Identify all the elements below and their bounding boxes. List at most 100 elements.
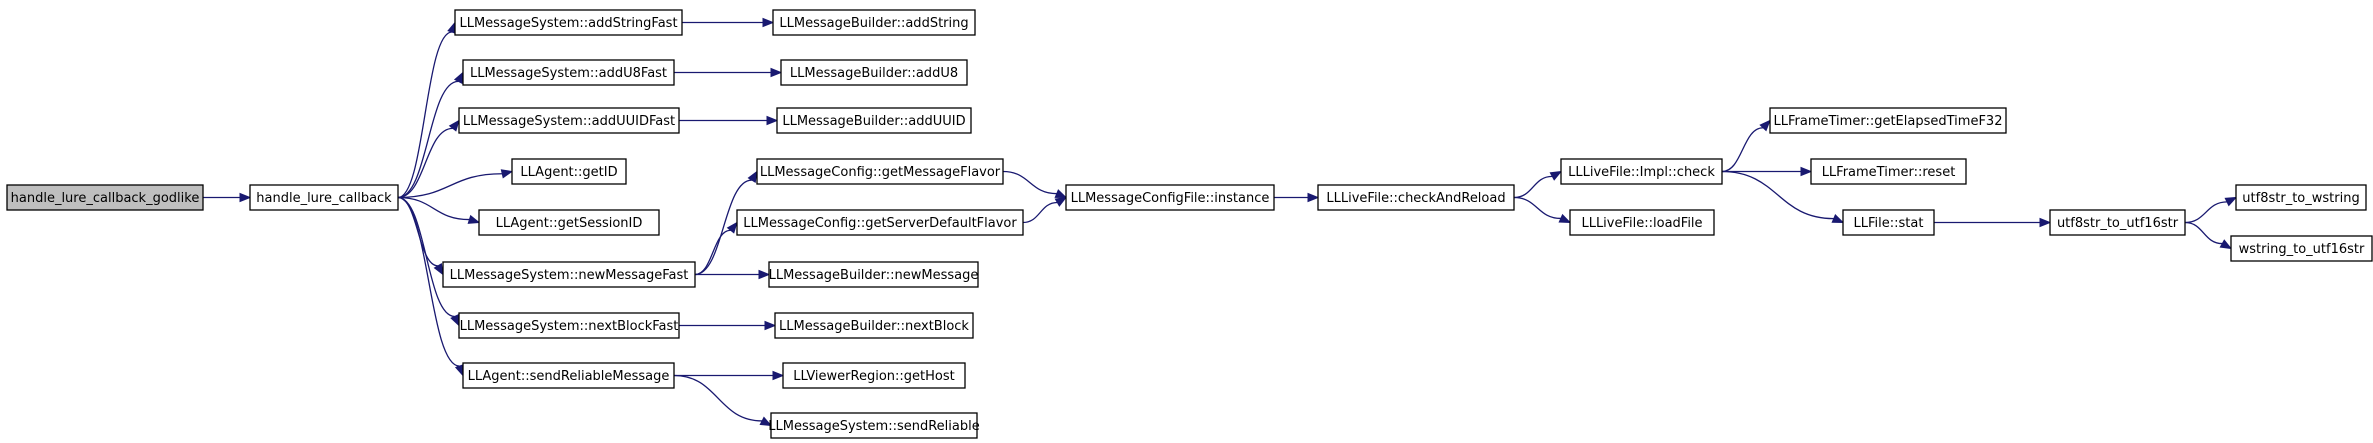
- edge-lllivefile-impl-check-to-llframetimer-reset: [1722, 166, 1813, 177]
- edge-llmessagesystem-addstringfast-to-llmessagebuilder-addstring: [682, 17, 775, 28]
- node-llmessagesystem-adduuidfast[interactable]: LLMessageSystem::addUUIDFast: [458, 107, 680, 134]
- node-label: LLFrameTimer::reset: [1822, 165, 1956, 180]
- node-label: handle_lure_callback_godlike: [11, 191, 200, 206]
- edge-llmessageconfig-getserverdefaultflavor-to-llmessageconfigfile-instance: [1022, 196, 1068, 224]
- node-llfile-stat[interactable]: LLFile::stat: [1842, 209, 1935, 236]
- node-llmessagesystem-newmessagefast[interactable]: LLMessageSystem::newMessageFast: [442, 261, 696, 288]
- node-label: LLMessageBuilder::addU8: [790, 66, 958, 81]
- node-lllivefile-impl-check[interactable]: LLLiveFile::Impl::check: [1560, 158, 1723, 185]
- node-box[interactable]: [1842, 209, 1935, 236]
- node-box[interactable]: [772, 9, 976, 36]
- edge-line: [397, 196, 470, 221]
- node-label: LLLiveFile::loadFile: [1581, 216, 1702, 231]
- node-label: LLMessageSystem::newMessageFast: [450, 268, 689, 283]
- node-utf8str-to-utf16str[interactable]: utf8str_to_utf16str: [2049, 209, 2186, 236]
- arrowhead-icon: [762, 17, 775, 28]
- edge-handle-lure-callback-to-llmessagesystem-addstringfast: [397, 21, 457, 199]
- edge-line: [1022, 201, 1058, 224]
- node-llmessagesystem-sendreliable[interactable]: LLMessageSystem::sendReliable: [768, 412, 980, 439]
- node-label: LLAgent::sendReliableMessage: [468, 369, 670, 384]
- node-llmessageconfigfile-instance[interactable]: LLMessageConfigFile::instance: [1065, 184, 1275, 211]
- node-lllivefile-loadfile[interactable]: LLLiveFile::loadFile: [1569, 209, 1715, 236]
- node-llmessagesystem-addstringfast[interactable]: LLMessageSystem::addStringFast: [454, 9, 683, 36]
- edge-handle-lure-callback-to-llmessagesystem-addu8fast: [397, 71, 464, 199]
- node-lllivefile-checkandreload[interactable]: LLLiveFile::checkAndReload: [1317, 184, 1515, 211]
- node-wstring-to-utf16str[interactable]: wstring_to_utf16str: [2230, 235, 2373, 262]
- edge-handle-lure-callback-to-llagent-getsessionid: [397, 196, 481, 224]
- node-box[interactable]: [442, 261, 696, 288]
- node-box[interactable]: [774, 312, 974, 339]
- node-llmessageconfig-getserverdefaultflavor[interactable]: LLMessageConfig::getServerDefaultFlavor: [736, 209, 1024, 236]
- node-box[interactable]: [1810, 158, 1967, 185]
- node-box[interactable]: [462, 59, 675, 86]
- arrowhead-icon: [1054, 189, 1068, 199]
- edge-line: [397, 80, 459, 199]
- node-llmessageconfig-getmessageflavor[interactable]: LLMessageConfig::getMessageFlavor: [756, 158, 1004, 185]
- node-llmessagesystem-nextblockfast[interactable]: LLMessageSystem::nextBlockFast: [458, 312, 680, 339]
- node-box[interactable]: [782, 362, 966, 389]
- node-label: LLMessageConfig::getServerDefaultFlavor: [743, 216, 1017, 231]
- node-llagent-sendreliablemessage[interactable]: LLAgent::sendReliableMessage: [462, 362, 675, 389]
- node-llmessagebuilder-addstring[interactable]: LLMessageBuilder::addString: [772, 9, 976, 36]
- arrowhead-icon: [766, 115, 779, 126]
- node-llmessagebuilder-nextblock[interactable]: LLMessageBuilder::nextBlock: [774, 312, 974, 339]
- node-llmessagebuilder-newmessage[interactable]: LLMessageBuilder::newMessage: [768, 261, 979, 288]
- node-box[interactable]: [458, 312, 680, 339]
- node-box[interactable]: [736, 209, 1024, 236]
- node-handle-lure-callback[interactable]: handle_lure_callback: [249, 184, 399, 211]
- node-llmessagebuilder-adduuid[interactable]: LLMessageBuilder::addUUID: [776, 107, 972, 134]
- node-box[interactable]: [1317, 184, 1515, 211]
- node-box[interactable]: [780, 59, 968, 86]
- node-box[interactable]: [2235, 184, 2367, 211]
- node-llviewerregion-gethost[interactable]: LLViewerRegion::getHost: [782, 362, 966, 389]
- edge-lllivefile-checkandreload-to-lllivefile-loadfile: [1513, 196, 1572, 224]
- arrowhead-icon: [1307, 192, 1320, 203]
- node-label: LLMessageSystem::nextBlockFast: [460, 319, 679, 334]
- node-llmessagesystem-addu8fast[interactable]: LLMessageSystem::addU8Fast: [462, 59, 675, 86]
- arrowhead-icon: [454, 364, 464, 377]
- edge-line: [397, 127, 453, 199]
- node-llframetimer-reset[interactable]: LLFrameTimer::reset: [1810, 158, 1967, 185]
- node-label: LLAgent::getSessionID: [496, 216, 643, 231]
- arrowhead-icon: [500, 169, 514, 179]
- node-label: LLMessageSystem::addStringFast: [459, 16, 677, 31]
- node-box[interactable]: [478, 209, 660, 236]
- arrowhead-icon: [2224, 196, 2238, 207]
- edge-handle-lure-callback-to-llagent-getid: [397, 169, 514, 199]
- node-llframetimer-getelapsedtimef32[interactable]: LLFrameTimer::getElapsedTimeF32: [1769, 107, 2007, 134]
- node-utf8str-to-wstring[interactable]: utf8str_to_wstring: [2235, 184, 2367, 211]
- node-box[interactable]: [1569, 209, 1715, 236]
- arrowhead-icon: [726, 221, 738, 234]
- arrowhead-icon: [1831, 214, 1845, 224]
- node-box[interactable]: [768, 261, 979, 288]
- node-box[interactable]: [511, 158, 627, 185]
- node-box[interactable]: [1560, 158, 1723, 185]
- node-llagent-getsessionid[interactable]: LLAgent::getSessionID: [478, 209, 660, 236]
- node-label: LLLiveFile::Impl::check: [1568, 165, 1715, 180]
- edge-line: [694, 229, 731, 276]
- node-box[interactable]: [770, 412, 978, 439]
- edge-line: [1721, 127, 1764, 173]
- node-box[interactable]: [2230, 235, 2373, 262]
- node-llmessagebuilder-addu8[interactable]: LLMessageBuilder::addU8: [780, 59, 968, 86]
- arrowhead-icon: [1054, 196, 1068, 207]
- edge-line: [397, 196, 460, 367]
- edge-lllivefile-impl-check-to-llframetimer-getelapsedtimef32: [1721, 119, 1771, 173]
- node-box[interactable]: [454, 9, 683, 36]
- edge-line: [2184, 221, 2223, 245]
- arrowhead-icon: [1759, 119, 1771, 132]
- node-box[interactable]: [776, 107, 972, 134]
- node-box[interactable]: [462, 362, 675, 389]
- node-label: wstring_to_utf16str: [2239, 242, 2365, 257]
- node-box[interactable]: [756, 158, 1004, 185]
- edge-line: [2184, 201, 2228, 224]
- node-box[interactable]: [1769, 107, 2007, 134]
- node-box[interactable]: [1065, 184, 1275, 211]
- arrowhead-icon: [770, 67, 783, 78]
- node-box[interactable]: [2049, 209, 2186, 236]
- node-llagent-getid[interactable]: LLAgent::getID: [511, 158, 627, 185]
- arrowhead-icon: [448, 119, 460, 132]
- node-box[interactable]: [458, 107, 680, 134]
- node-box[interactable]: [249, 184, 399, 211]
